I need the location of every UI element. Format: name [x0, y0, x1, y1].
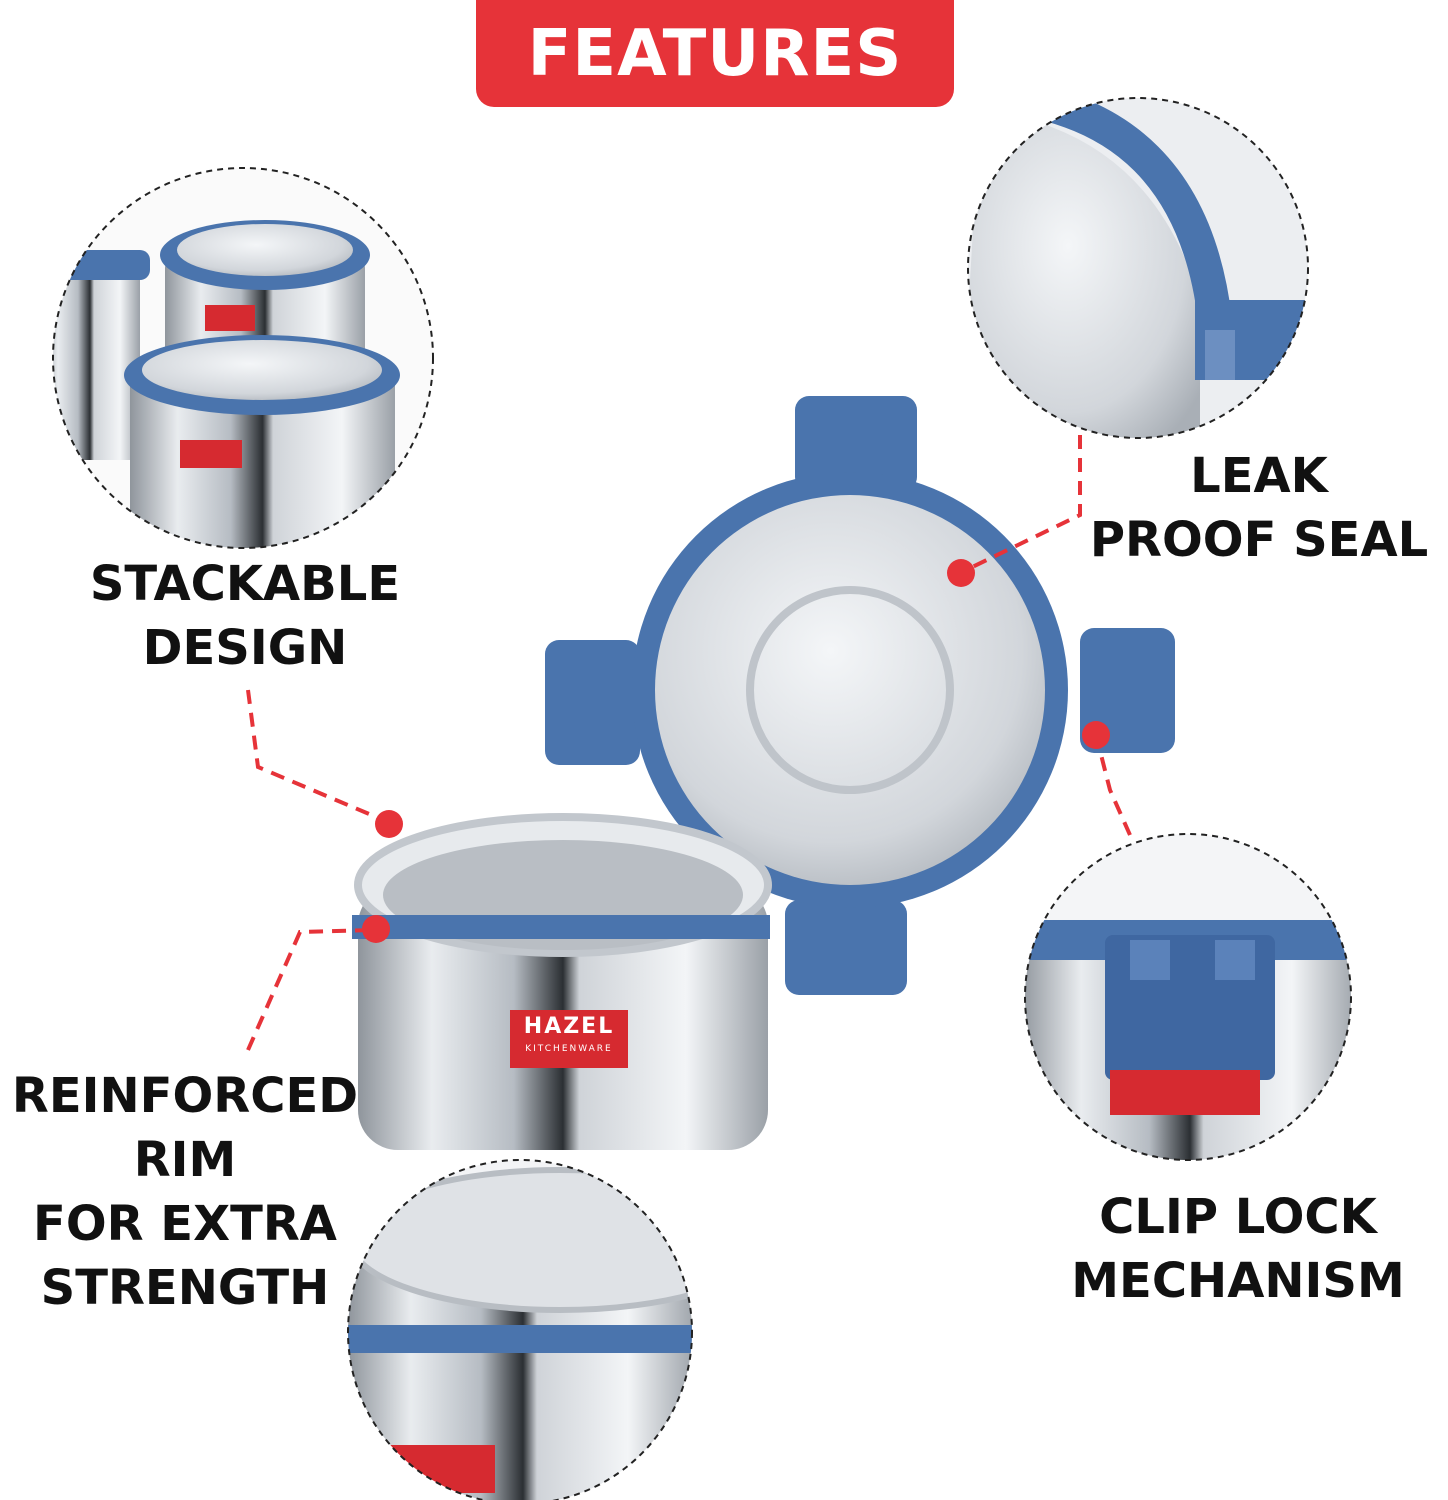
- seal-detail-circle: [968, 98, 1308, 438]
- stackable-label-line1: STACKABLE: [89, 556, 401, 612]
- stackable-label-line2: DESIGN: [142, 620, 348, 676]
- rim-label-line4: STRENGTH: [40, 1260, 330, 1316]
- clip-label-line1: CLIP LOCK: [1099, 1189, 1377, 1245]
- rim-label-line2: RIM: [133, 1132, 237, 1188]
- reinforced-rim-label: REINFORCED RIM FOR EXTRA STRENGTH: [0, 1064, 370, 1320]
- leak-proof-seal-label: LEAK PROOF SEAL: [1070, 444, 1448, 572]
- brand-sub: KITCHENWARE: [525, 1044, 613, 1054]
- brand-logo: HAZEL: [523, 1014, 615, 1039]
- clip-lock-label: CLIP LOCK MECHANISM: [1048, 1185, 1428, 1313]
- leak-label-line2: PROOF SEAL: [1089, 512, 1429, 568]
- clip-detail-circle: [1025, 834, 1351, 1160]
- rim-label-line1: REINFORCED: [11, 1068, 359, 1124]
- leak-label-line1: LEAK: [1190, 448, 1328, 504]
- container-illustration: [352, 813, 772, 1150]
- stackable-detail-circle: [53, 168, 433, 548]
- page-title: FEATURES: [527, 16, 903, 91]
- rim-label-line3: FOR EXTRA: [33, 1196, 337, 1252]
- rim-detail-circle: [348, 1160, 692, 1500]
- features-banner: FEATURES: [476, 0, 954, 107]
- clip-label-line2: MECHANISM: [1071, 1253, 1405, 1309]
- stackable-design-label: STACKABLE DESIGN: [55, 552, 435, 680]
